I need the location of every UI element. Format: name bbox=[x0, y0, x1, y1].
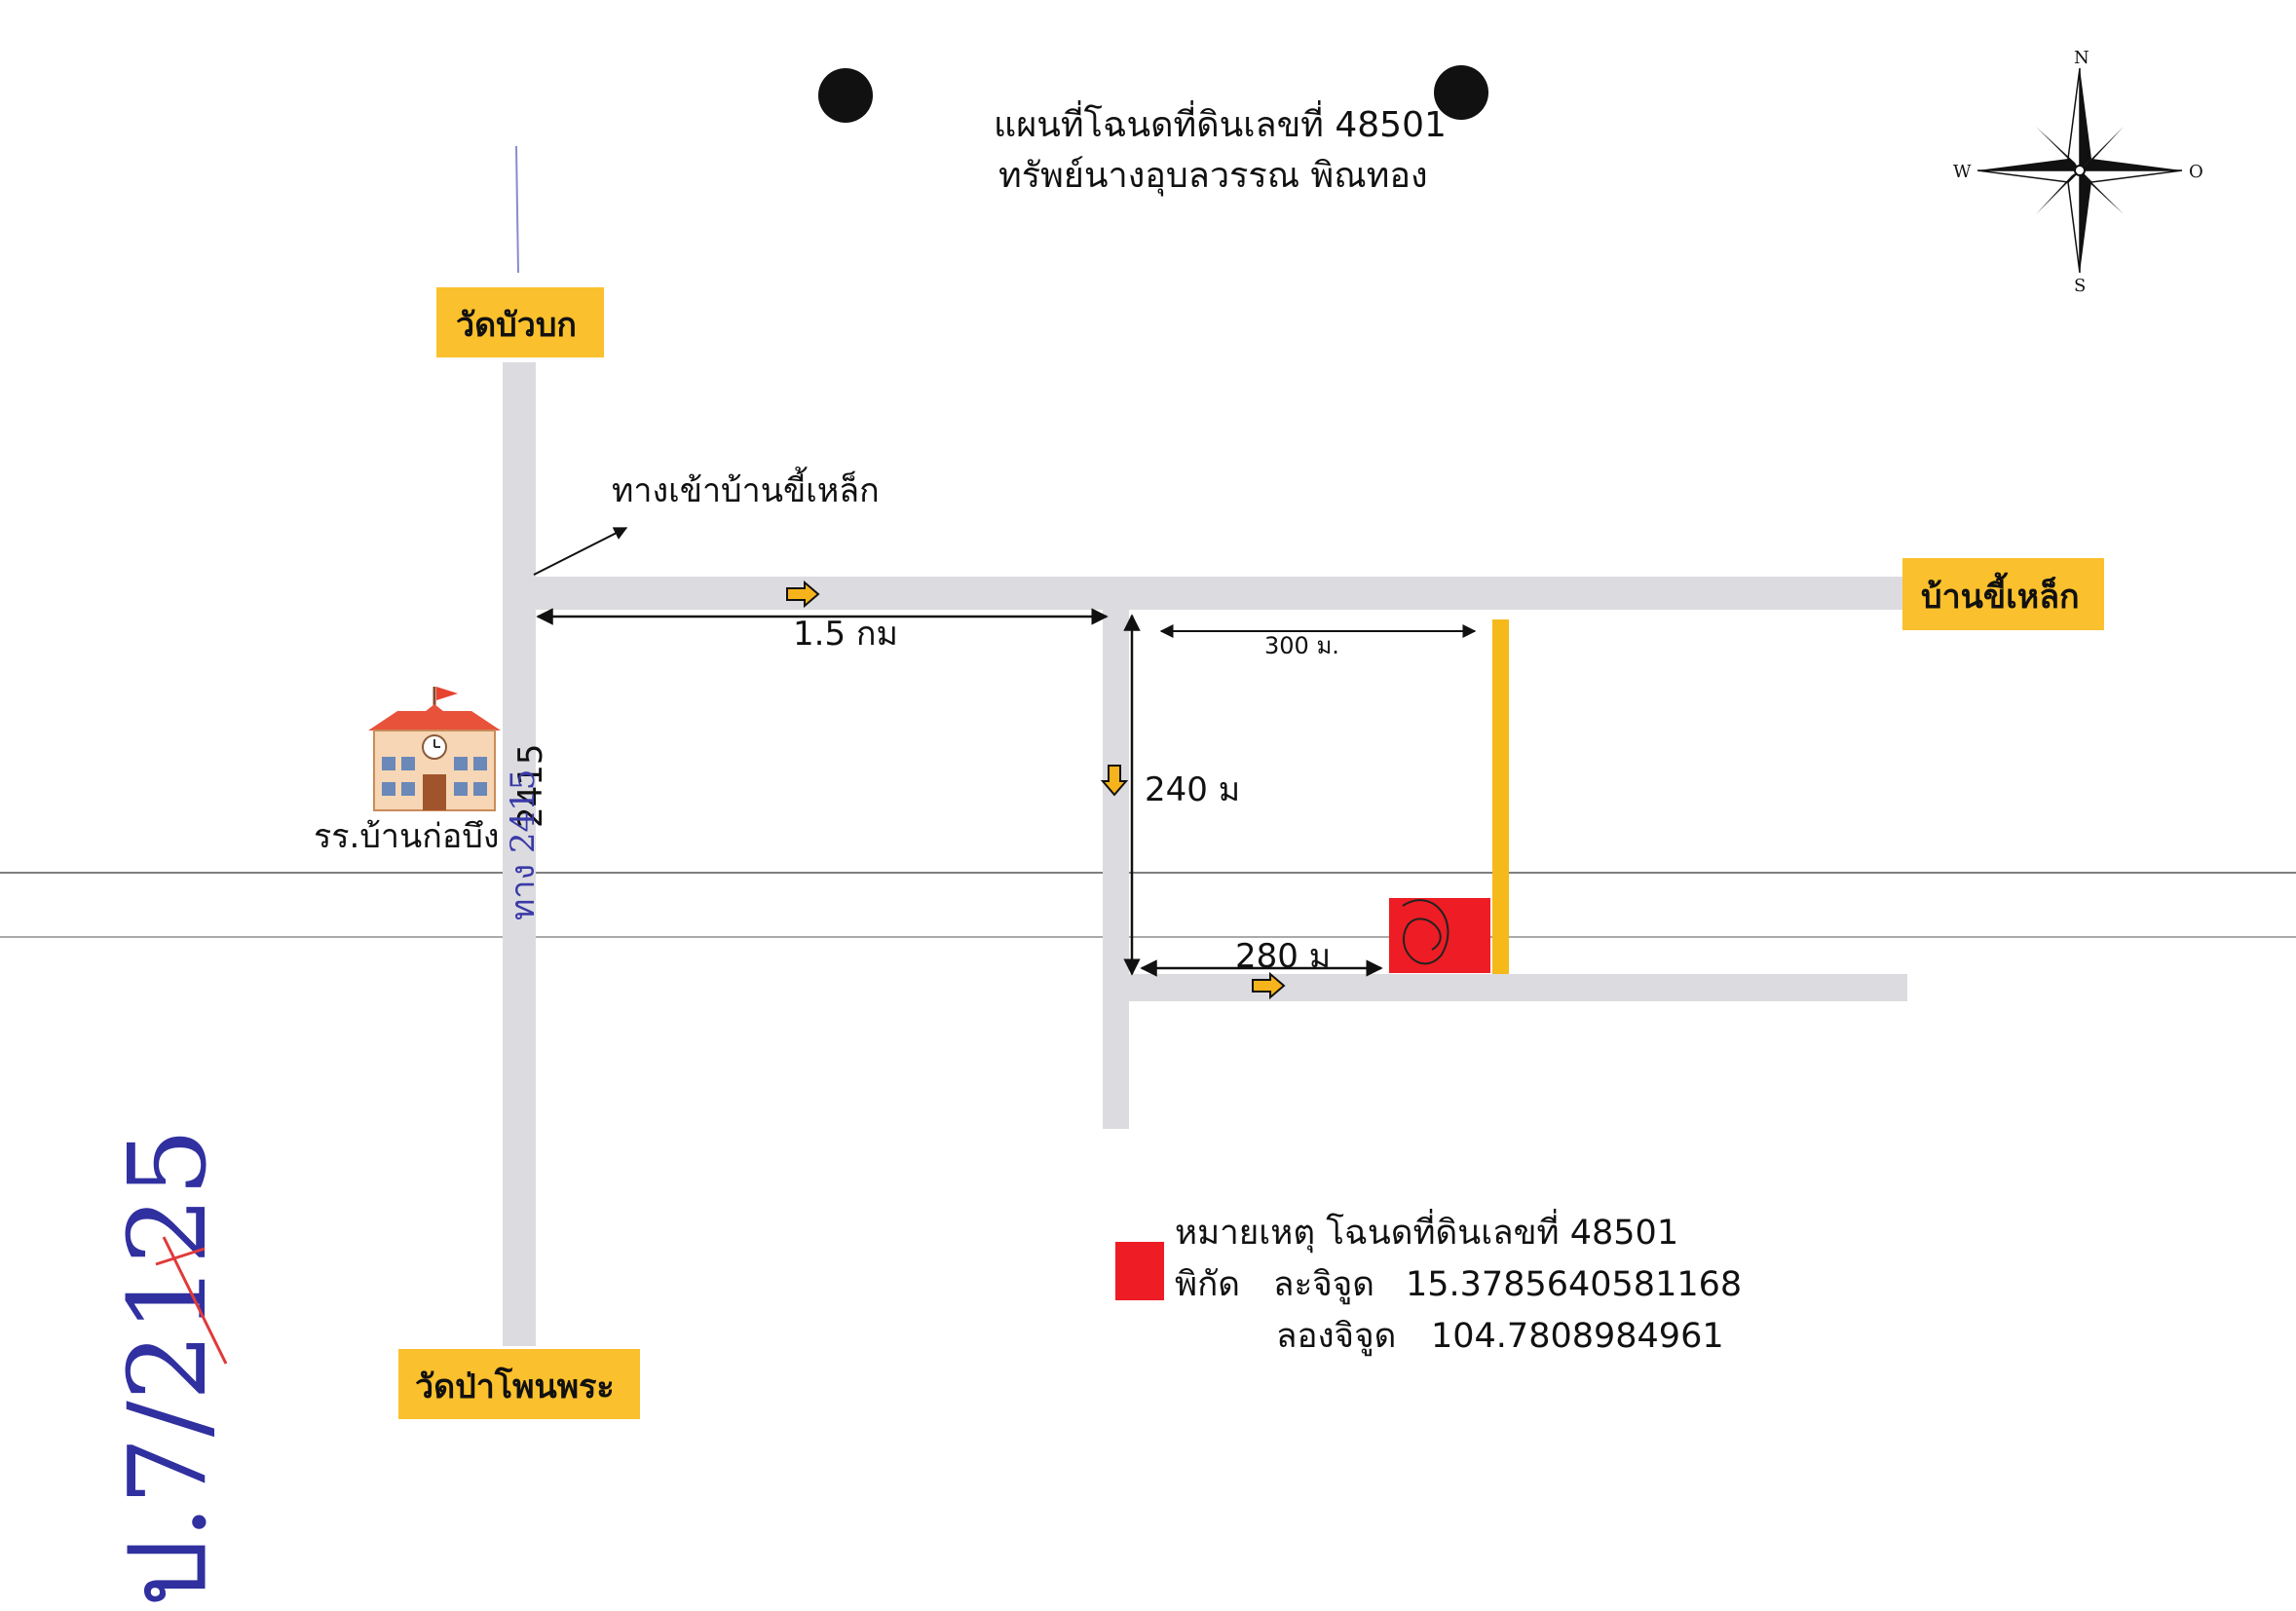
distance-280m: 280 ม bbox=[1235, 937, 1331, 976]
legend-lon-value: 104.7808984961 bbox=[1431, 1317, 1724, 1356]
distance-1-5km: 1.5 กม bbox=[793, 615, 898, 654]
compass-rose-icon: N S W O bbox=[1953, 48, 2203, 296]
distance-300m: 300 ม. bbox=[1264, 632, 1339, 659]
road-network bbox=[503, 362, 1909, 1346]
map-subtitle: ทรัพย์นางอุบลวรรณ พิณทอง bbox=[998, 156, 1428, 197]
label-ban-khi-lek: บ้านขี้เหล็ก bbox=[1902, 558, 2104, 630]
margin-red-stroke bbox=[155, 1236, 228, 1365]
legend-title: หมายเหตุ โฉนดที่ดินเลขที่ 48501 bbox=[1175, 1209, 1678, 1253]
entrance-pointer bbox=[533, 527, 628, 576]
compass-north: N bbox=[2074, 48, 2089, 68]
road-to-ban-khi-lek bbox=[526, 577, 1909, 610]
legend-lat-value: 15.3785640581168 bbox=[1406, 1265, 1742, 1304]
school-label: รร.บ้านก่อบึง bbox=[314, 817, 499, 856]
punch-hole-left bbox=[818, 68, 873, 123]
legend-lat-label: ละจิจูด bbox=[1273, 1265, 1374, 1304]
label-wat-pa-phon-phra: วัดป่าโพนพระ bbox=[398, 1349, 640, 1419]
legend-parcel-swatch bbox=[1115, 1242, 1164, 1300]
distance-240m: 240 ม bbox=[1145, 770, 1240, 809]
property-boundary-line bbox=[1492, 619, 1509, 974]
punch-hole-right bbox=[1434, 65, 1488, 120]
compass-west: W bbox=[1953, 162, 1972, 182]
pencil-mark bbox=[515, 145, 519, 274]
map-title: แผนที่โฉนดที่ดินเลขที่ 48501 bbox=[994, 100, 1447, 145]
label-wat-pa-phon-phra-text: วัดป่าโพนพระ bbox=[415, 1367, 615, 1406]
road-number-label: 2415 bbox=[511, 743, 550, 828]
road-2415 bbox=[503, 362, 536, 1346]
label-wat-bua-bok-text: วัดบัวบก bbox=[456, 306, 577, 345]
road-side-vertical bbox=[1103, 598, 1129, 1129]
compass-south: S bbox=[2074, 276, 2086, 296]
road-handwritten-note: ทาง 2415 bbox=[504, 769, 543, 920]
legend-coord-label: พิกัด bbox=[1175, 1265, 1240, 1304]
road-side-bottom bbox=[1120, 974, 1907, 1001]
yellow-arrow-icon-down bbox=[1100, 765, 1129, 797]
label-ban-khi-lek-text: บ้านขี้เหล็ก bbox=[1921, 572, 2080, 617]
yellow-arrow-icon-right-1 bbox=[786, 580, 820, 609]
entrance-label: ทางเข้าบ้านขี้เหล็ก bbox=[612, 467, 880, 510]
compass-east: O bbox=[2189, 162, 2203, 182]
parcel-signature bbox=[1402, 899, 1449, 965]
margin-handwritten-note: ป.7/2125 bbox=[105, 1128, 230, 1607]
legend-lon-label: ลองจิจูด bbox=[1276, 1317, 1396, 1356]
yellow-arrow-icon-right-2 bbox=[1252, 971, 1286, 1000]
school-building-icon bbox=[368, 687, 501, 811]
label-wat-bua-bok: วัดบัวบก bbox=[436, 287, 604, 357]
